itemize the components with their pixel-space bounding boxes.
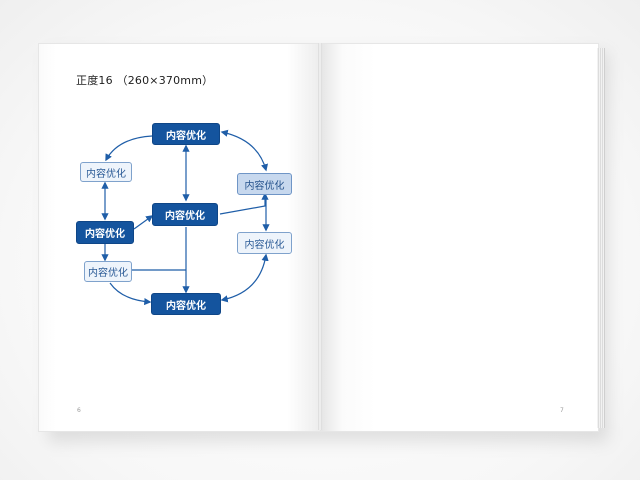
connector-top-lefttop <box>105 135 153 162</box>
node-right-top: 内容优化 <box>237 173 292 195</box>
connector-center-righttop <box>219 192 269 215</box>
node-left-mid: 内容优化 <box>76 221 134 244</box>
connector-top-righttop <box>220 129 268 172</box>
book-spine <box>318 43 322 430</box>
page-title: 正度16 （260×370mm） <box>76 74 214 87</box>
node-left-bottom: 内容优化 <box>84 261 132 282</box>
node-right-bottom: 内容优化 <box>237 232 292 254</box>
node-bottom: 内容优化 <box>151 293 221 315</box>
connector-rightbottom-bottom <box>220 253 269 303</box>
node-left-top: 内容优化 <box>80 162 132 182</box>
connector-leftmid-center <box>133 215 154 230</box>
page-edges <box>597 48 605 428</box>
node-top: 内容优化 <box>152 123 220 145</box>
right-page-number: 7 <box>560 407 564 414</box>
node-center: 内容优化 <box>152 203 218 226</box>
left-page-number: 6 <box>77 407 81 414</box>
right-page <box>320 43 599 432</box>
connector-leftbottom-bottom <box>109 282 152 306</box>
